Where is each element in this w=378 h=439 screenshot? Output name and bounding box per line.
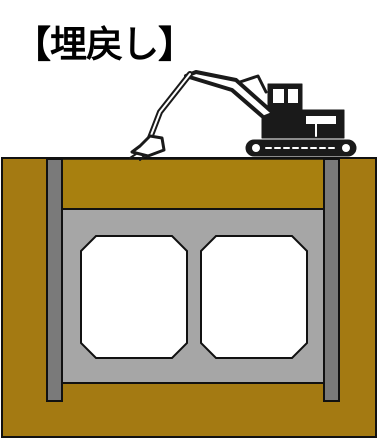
step-title: 【埋戻し】 — [14, 23, 195, 66]
culvert-opening-right — [200, 235, 308, 359]
culvert-opening-left — [80, 235, 188, 359]
retaining-wall-left — [46, 158, 63, 402]
backfill-soil — [61, 158, 325, 210]
retaining-wall-right — [323, 158, 340, 402]
excavator-icon — [129, 70, 357, 161]
